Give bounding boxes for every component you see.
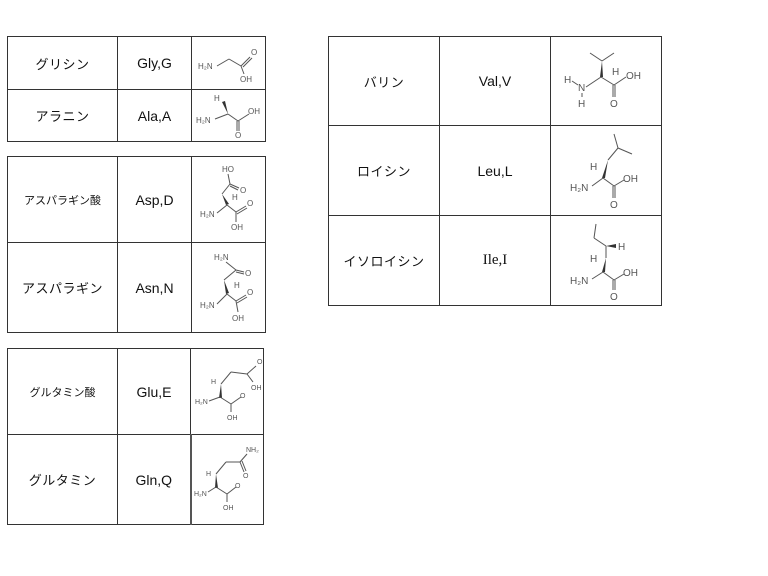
svg-text:N: N xyxy=(578,83,585,94)
svg-text:H₂N: H₂N xyxy=(200,210,215,219)
amino-acid-code: Asp,D xyxy=(117,156,192,243)
alanine-structure-icon: H H₂N OH O xyxy=(191,89,266,142)
svg-text:O: O xyxy=(247,199,253,208)
svg-text:H: H xyxy=(211,379,216,386)
svg-text:O: O xyxy=(257,359,263,366)
amino-acid-name: グルタミン xyxy=(7,434,118,525)
svg-text:O: O xyxy=(240,393,246,400)
amino-acid-name: ロイシン xyxy=(328,125,440,216)
leucine-structure-icon: H H₂N OH O xyxy=(550,125,662,216)
svg-text:H: H xyxy=(612,67,619,78)
svg-text:H₂N: H₂N xyxy=(196,116,211,125)
svg-text:H: H xyxy=(578,99,585,110)
amino-acid-code: Ala,A xyxy=(117,89,192,142)
svg-text:H₂N: H₂N xyxy=(198,62,213,71)
svg-text:O: O xyxy=(247,288,253,297)
aspartic-acid-structure-icon: HO O H H₂N O OH xyxy=(191,156,266,243)
svg-text:OH: OH xyxy=(626,71,641,82)
svg-text:O: O xyxy=(240,186,246,195)
svg-text:OH: OH xyxy=(223,505,234,512)
amino-acid-code: Val,V xyxy=(439,36,551,126)
svg-text:H₂N: H₂N xyxy=(570,276,588,287)
svg-text:H: H xyxy=(590,162,597,173)
amino-acid-code: Glu,E xyxy=(117,348,191,435)
svg-text:OH: OH xyxy=(623,268,638,279)
svg-text:H₂N: H₂N xyxy=(195,399,208,406)
svg-text:OH: OH xyxy=(232,314,244,323)
svg-text:H: H xyxy=(206,471,211,478)
amino-acid-name: グリシン xyxy=(7,36,118,90)
svg-text:OH: OH xyxy=(240,75,252,84)
svg-text:H: H xyxy=(234,281,240,290)
svg-text:H₂N: H₂N xyxy=(570,183,588,194)
svg-text:H₂N: H₂N xyxy=(214,253,229,262)
svg-text:O: O xyxy=(610,99,618,110)
asparagine-structure-icon: H₂N O H H₂N O OH xyxy=(191,242,266,333)
amino-acid-name: アスパラギン xyxy=(7,242,118,333)
table-asp-asn: アスパラギン酸 Asp,D HO O H H₂N O OH アスパラギン A xyxy=(7,156,266,333)
amino-acid-name: アラニン xyxy=(7,89,118,142)
table-val-leu-ile: バリン Val,V H H N H OH O ロイシン L xyxy=(328,36,662,306)
svg-text:OH: OH xyxy=(623,174,638,185)
svg-text:O: O xyxy=(243,473,249,480)
svg-text:OH: OH xyxy=(248,107,260,116)
amino-acid-code: Ile,I xyxy=(439,215,551,306)
amino-acid-name: イソロイシン xyxy=(328,215,440,306)
svg-text:H₂N: H₂N xyxy=(194,491,207,498)
valine-structure-icon: H H N H OH O xyxy=(550,36,662,126)
svg-text:O: O xyxy=(610,292,618,303)
amino-acid-code: Asn,N xyxy=(117,242,192,333)
svg-text:OH: OH xyxy=(231,223,243,232)
svg-text:HO: HO xyxy=(222,165,234,174)
svg-text:H₂N: H₂N xyxy=(200,301,215,310)
svg-text:H: H xyxy=(232,193,238,202)
svg-text:NH₂: NH₂ xyxy=(246,447,259,454)
svg-text:O: O xyxy=(235,483,241,490)
svg-text:H: H xyxy=(214,94,220,103)
glutamine-structure-icon: NH₂ O H H₂N O OH xyxy=(189,434,264,525)
glycine-structure-icon: H₂N O OH xyxy=(191,36,266,90)
isoleucine-structure-icon: H H H₂N OH O xyxy=(550,215,662,306)
table-glu-gln: グルタミン酸 Glu,E O OH H H₂N O OH グルタミ xyxy=(7,348,264,525)
svg-text:OH: OH xyxy=(227,415,238,422)
svg-text:O: O xyxy=(245,269,251,278)
svg-text:H: H xyxy=(590,254,597,265)
svg-text:O: O xyxy=(251,48,257,57)
amino-acid-code: Gln,Q xyxy=(117,434,191,525)
amino-acid-code: Leu,L xyxy=(439,125,551,216)
svg-text:H: H xyxy=(618,242,625,253)
amino-acid-name: バリン xyxy=(328,36,440,126)
svg-text:OH: OH xyxy=(251,385,262,392)
svg-text:O: O xyxy=(610,200,618,211)
svg-text:O: O xyxy=(235,131,241,140)
svg-text:H: H xyxy=(564,75,571,86)
amino-acid-code: Gly,G xyxy=(117,36,192,90)
glutamic-acid-structure-icon: O OH H H₂N O OH xyxy=(190,348,264,435)
table-gly-ala: グリシン Gly,G H₂N O OH アラニン Ala,A H H₂N xyxy=(7,36,266,142)
amino-acid-name: アスパラギン酸 xyxy=(7,156,118,243)
amino-acid-name: グルタミン酸 xyxy=(7,348,118,435)
